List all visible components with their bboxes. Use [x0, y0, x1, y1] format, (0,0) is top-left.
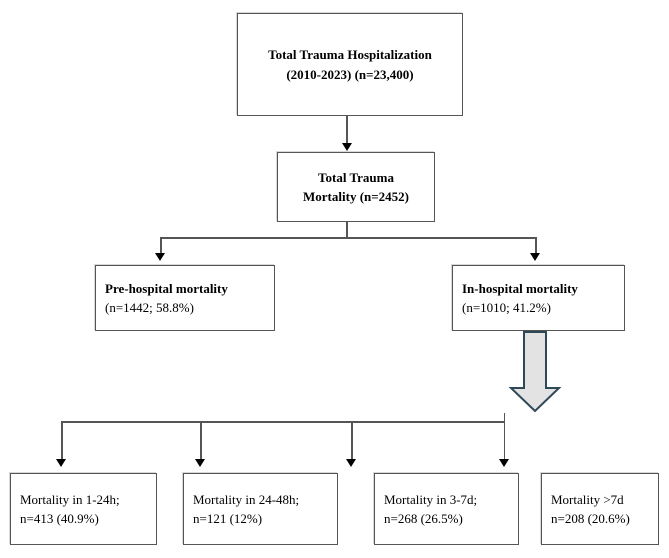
node-total-mortality-line1: Total Trauma	[318, 169, 394, 185]
arrowhead-mortality-24-48h	[195, 459, 205, 467]
node-mortality-3-7d-line2: n=268 (26.5%)	[384, 511, 463, 526]
node-mortality-24-48h: Mortality in 24-48h; n=121 (12%)	[183, 473, 338, 545]
node-mortality-24-48h-line1: Mortality in 24-48h;	[193, 491, 300, 507]
connector-l2-drop-left	[160, 237, 162, 255]
arrowhead-mortality-gt-7d	[498, 459, 509, 467]
node-mortality-3-7d-line1: Mortality in 3-7d;	[384, 491, 478, 507]
arrowhead-mortality-1-24h	[56, 459, 66, 467]
connector-drop-gt-7d	[503, 421, 505, 461]
node-inhospital-mortality: In-hospital mortality (n=1010; 41.2%)	[452, 265, 625, 331]
node-mortality-24-48h-line2: n=121 (12%)	[193, 511, 263, 526]
node-prehospital-mortality-line2: (n=1442; 58.8%)	[105, 300, 194, 315]
node-prehospital-mortality-line1: Pre-hospital mortality	[105, 280, 228, 296]
node-mortality-gt-7d-line2: n=208 (20.6%)	[551, 511, 630, 526]
node-total-mortality: Total Trauma Mortality (n=2452)	[277, 152, 435, 222]
connector-l2-bus	[160, 237, 536, 239]
arrowhead-l1-to-l2	[341, 143, 352, 151]
connector-l3-bus-right-riser	[503, 413, 505, 422]
arrowhead-prehospital	[155, 253, 165, 261]
connector-drop-3-7d	[351, 421, 353, 461]
node-mortality-1-24h-line1: Mortality in 1-24h;	[20, 491, 120, 507]
connector-l3-bus	[61, 421, 505, 423]
node-inhospital-mortality-line2: (n=1010; 41.2%)	[462, 300, 551, 315]
connector-l1-to-l2	[346, 116, 348, 146]
block-arrow-inhospital-to-timing	[508, 331, 562, 413]
node-total-hospitalization-line1: Total Trauma Hospitalization	[268, 47, 432, 62]
arrowhead-inhospital	[530, 253, 540, 261]
node-inhospital-mortality-line1: In-hospital mortality	[462, 280, 578, 296]
node-mortality-gt-7d: Mortality >7d n=208 (20.6%)	[541, 473, 659, 545]
node-total-hospitalization: Total Trauma Hospitalization (2010-2023)…	[237, 13, 463, 116]
arrowhead-mortality-3-7d	[346, 459, 356, 467]
node-total-hospitalization-line2: (2010-2023) (n=23,400)	[286, 66, 414, 82]
node-mortality-gt-7d-line1: Mortality >7d	[551, 491, 624, 507]
connector-drop-24-48h	[200, 421, 202, 461]
node-mortality-1-24h-line2: n=413 (40.9%)	[20, 511, 99, 526]
connector-l2-drop-right	[535, 237, 537, 255]
node-mortality-1-24h: Mortality in 1-24h; n=413 (40.9%)	[10, 473, 157, 545]
connector-l2-stem	[346, 222, 348, 238]
node-prehospital-mortality: Pre-hospital mortality (n=1442; 58.8%)	[95, 265, 275, 331]
node-total-mortality-line2: Mortality (n=2452)	[303, 189, 409, 204]
connector-drop-1-24h	[61, 421, 63, 461]
node-mortality-3-7d: Mortality in 3-7d; n=268 (26.5%)	[374, 473, 519, 545]
